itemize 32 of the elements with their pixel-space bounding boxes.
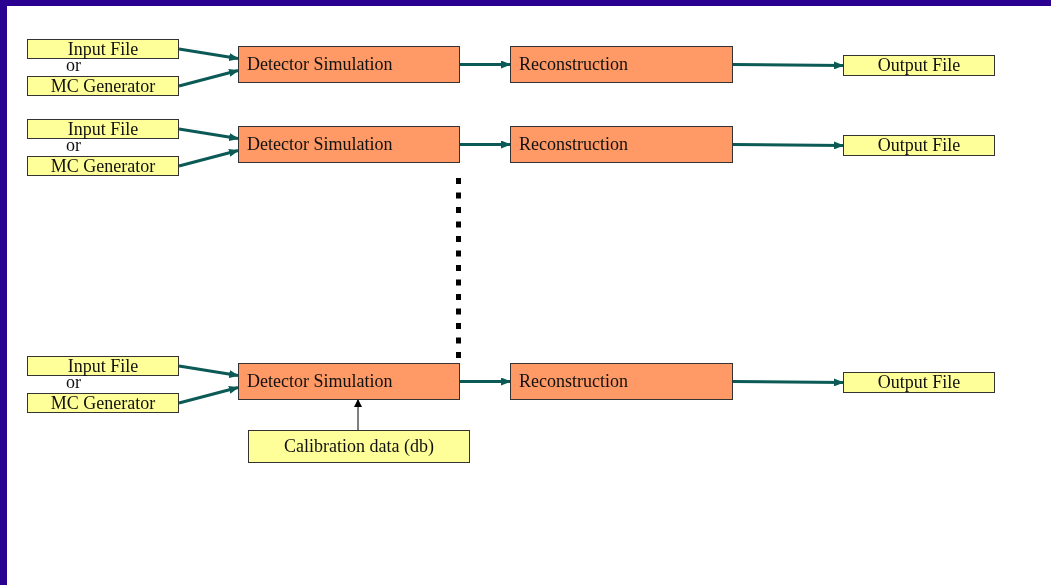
input-box: MC Generator bbox=[27, 76, 179, 96]
connector-word: or bbox=[66, 136, 81, 154]
process-box: Detector Simulation bbox=[238, 126, 460, 163]
connector-word: or bbox=[66, 56, 81, 74]
process-box: Detector Simulation bbox=[238, 363, 460, 400]
arrow bbox=[178, 47, 239, 61]
input-box: Input File bbox=[27, 356, 179, 376]
connector-word: or bbox=[66, 373, 81, 391]
process-box: Reconstruction bbox=[510, 126, 733, 163]
input-box: Input File bbox=[27, 39, 179, 59]
arrow bbox=[178, 364, 239, 378]
input-box: Input File bbox=[27, 119, 179, 139]
arrow bbox=[178, 148, 239, 168]
arrow bbox=[178, 127, 239, 141]
arrow bbox=[178, 68, 239, 88]
arrow bbox=[460, 377, 511, 386]
arrow bbox=[460, 140, 511, 149]
arrow bbox=[733, 141, 844, 150]
arrow bbox=[733, 378, 844, 387]
process-box: Reconstruction bbox=[510, 46, 733, 83]
calibration-box: Calibration data (db) bbox=[248, 430, 470, 463]
arrow bbox=[354, 399, 362, 431]
process-box: Reconstruction bbox=[510, 363, 733, 400]
arrow bbox=[733, 61, 844, 70]
output-box: Output File bbox=[843, 372, 995, 393]
output-box: Output File bbox=[843, 135, 995, 156]
arrow bbox=[460, 60, 511, 69]
output-box: Output File bbox=[843, 55, 995, 76]
input-box: MC Generator bbox=[27, 156, 179, 176]
arrow bbox=[178, 385, 239, 405]
process-box: Detector Simulation bbox=[238, 46, 460, 83]
input-box: MC Generator bbox=[27, 393, 179, 413]
